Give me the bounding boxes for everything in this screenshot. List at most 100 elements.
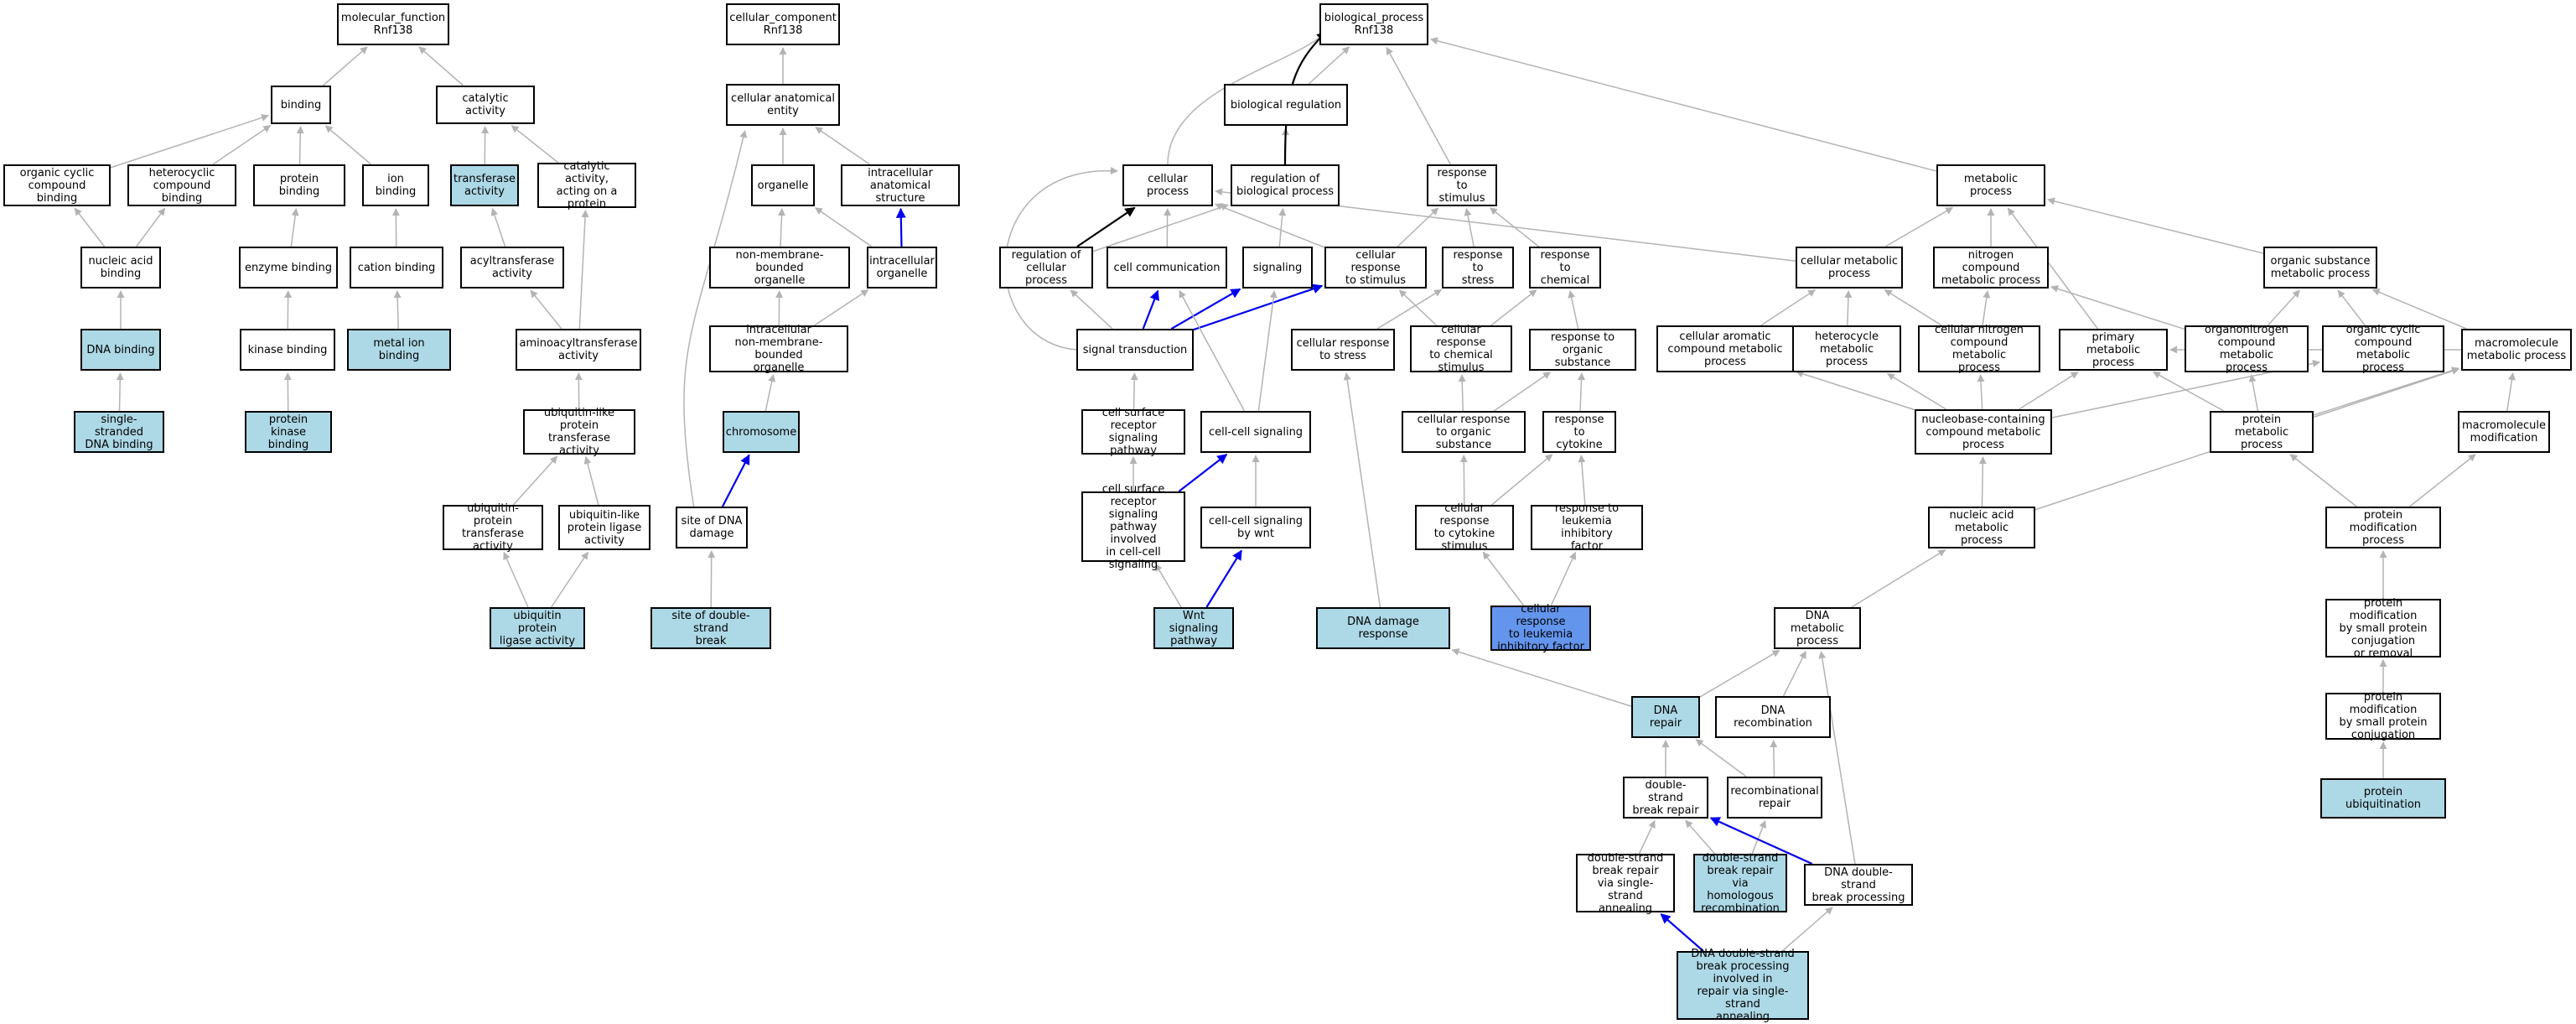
go-term-transferase-activity[interactable]: transferase activity (450, 164, 519, 206)
go-term-biological-process-root[interactable]: biological_process Rnf138 (1319, 3, 1428, 45)
go-term-regulation-of-cellular-process[interactable]: regulation of cellular process (999, 247, 1093, 288)
go-term-cell-cell-signaling-by-wnt[interactable]: cell-cell signaling by wnt (1200, 507, 1311, 548)
go-term-primary-metabolic-process[interactable]: primary metabolic process (2059, 329, 2168, 371)
edge-site_dna-to-chromosome (721, 454, 750, 507)
go-term-metal-ion-binding[interactable]: metal ion binding (347, 329, 451, 371)
go-term-cellular-process[interactable]: cellular process (1122, 164, 1213, 206)
go-term-non-membrane-bounded-organelle[interactable]: non-membrane-bounded organelle (709, 247, 850, 288)
go-term-cellular-metabolic-process[interactable]: cellular metabolic process (1796, 247, 1903, 288)
go-term-molecular-function-root[interactable]: molecular_function Rnf138 (337, 3, 449, 45)
edge-metal_ion-to-cation_binding (393, 290, 402, 330)
go-term-nucleobase-containing-compound-metabolic-process[interactable]: nucleobase-containing compound metabolic… (1915, 409, 2052, 455)
go-term-dna-double-strand-break-processing[interactable]: DNA double-strand break processing (1804, 864, 1913, 906)
go-term-wnt-signaling-pathway[interactable]: Wnt signaling pathway (1153, 607, 1234, 649)
go-term-heterocycle-metabolic-process[interactable]: heterocycle metabolic process (1792, 325, 1901, 372)
go-term-double-strand-break-repair[interactable]: double-strand break repair (1623, 777, 1708, 819)
edge-enzyme_binding-to-protein_binding (290, 208, 299, 247)
go-term-organonitrogen-compound-metabolic-process[interactable]: organonitrogen compound metabolic proces… (2185, 324, 2309, 374)
go-term-cellular-aromatic-compound-metabolic-process[interactable]: cellular aromatic compound metabolic pro… (1656, 325, 1794, 372)
edge-reg_cell-to-reg_bio (1092, 203, 1230, 252)
go-term-macromolecule-metabolic-process[interactable]: macromolecule metabolic process (2461, 329, 2572, 371)
go-term-cell-surface-receptor-signaling-pathway[interactable]: cell surface receptor signaling pathway (1081, 407, 1185, 457)
go-term-dna-binding[interactable]: DNA binding (80, 329, 161, 371)
go-term-protein-metabolic-process[interactable]: protein metabolic process (2210, 411, 2314, 453)
go-term-organelle[interactable]: organelle (751, 164, 815, 206)
edge-nucleobase-to-cell_arom (1796, 370, 1915, 411)
go-term-cellular-response-to-chemical-stimulus[interactable]: cellular response to chemical stimulus (1410, 324, 1512, 374)
go-term-cell-surface-receptor-signaling-pathway-involved-in-cell-cell-signaling[interactable]: cell surface receptor signaling pathway … (1081, 483, 1185, 571)
go-term-aminoacyltransferase-activity[interactable]: aminoacyltransferase activity (516, 329, 641, 371)
go-term-cellular-response-to-stress[interactable]: cellular response to stress (1291, 329, 1395, 371)
go-term-metabolic-process[interactable]: metabolic process (1936, 164, 2045, 206)
go-term-macromolecule-modification[interactable]: macromolecule modification (2458, 411, 2550, 453)
edge-dna_recomb-to-dna_metab (1782, 650, 1806, 697)
go-term-ubiquitin-protein-transferase-activity[interactable]: ubiquitin-protein transferase activity (443, 502, 543, 553)
edge-binding-to-mf_root (322, 46, 368, 86)
edge-dsb_ssa-to-dsb_repair (1638, 819, 1656, 855)
go-term-signaling[interactable]: signaling (1242, 247, 1313, 288)
go-term-organic-cyclic-compound-binding[interactable]: organic cyclic compound binding (3, 164, 111, 206)
go-term-cell-communication[interactable]: cell communication (1107, 247, 1227, 288)
go-term-double-strand-break-repair-via-homologous-recombination[interactable]: double-strand break repair via homologou… (1693, 852, 1787, 915)
go-term-dna-repair[interactable]: DNA repair (1631, 696, 1700, 738)
go-term-cellular-response-to-cytokine-stimulus[interactable]: cellular response to cytokine stimulus (1415, 502, 1514, 553)
go-term-protein-ubiquitination[interactable]: protein ubiquitination (2320, 778, 2446, 819)
go-term-ubiquitin-like-protein-transferase-activity[interactable]: ubiquitin-like protein transferase activ… (523, 407, 635, 457)
edge-dna_repair-to-dna_damage (1451, 648, 1632, 707)
go-term-kinase-binding[interactable]: kinase binding (240, 329, 335, 371)
go-term-dna-metabolic-process[interactable]: DNA metabolic process (1774, 607, 1861, 649)
go-term-cellular-nitrogen-compound-metabolic-process[interactable]: cellular nitrogen compound metabolic pro… (1918, 324, 2040, 374)
go-term-recombinational-repair[interactable]: recombinational repair (1727, 777, 1822, 819)
go-term-signal-transduction[interactable]: signal transduction (1076, 329, 1194, 371)
go-term-cellular-anatomical-entity[interactable]: cellular anatomical entity (726, 84, 840, 126)
go-term-response-to-chemical[interactable]: response to chemical (1529, 247, 1601, 288)
go-term-ubiquitin-protein-ligase-activity[interactable]: ubiquitin protein ligase activity (490, 607, 585, 649)
go-term-organic-substance-metabolic-process[interactable]: organic substance metabolic process (2263, 247, 2377, 288)
go-term-chromosome[interactable]: chromosome (723, 411, 800, 453)
go-term-regulation-of-biological-process[interactable]: regulation of biological process (1231, 164, 1340, 206)
go-term-cellular-component-root[interactable]: cellular_component Rnf138 (726, 3, 840, 45)
go-term-dna-double-strand-break-processing-involved-in-repair-via-single-strand-annealing[interactable]: DNA double-strand break processing invol… (1677, 948, 1809, 1023)
edge-cell_arom-to-cell_metab (1760, 289, 1817, 326)
go-term-response-to-stimulus[interactable]: response to stimulus (1427, 164, 1497, 206)
go-term-cellular-response-to-stimulus[interactable]: cellular response to stimulus (1324, 247, 1427, 288)
go-term-protein-kinase-binding[interactable]: protein kinase binding (245, 411, 332, 453)
go-term-cell-cell-signaling[interactable]: cell-cell signaling (1200, 411, 1311, 453)
go-term-nucleic-acid-binding[interactable]: nucleic acid binding (80, 247, 161, 288)
go-term-cation-binding[interactable]: cation binding (350, 247, 443, 288)
go-term-site-of-dna-damage[interactable]: site of DNA damage (676, 507, 748, 548)
edge-acyltransferase-to-transferase (490, 207, 506, 247)
go-term-catalytic-activity[interactable]: catalytic activity (436, 86, 535, 124)
go-term-nitrogen-compound-metabolic-process[interactable]: nitrogen compound metabolic process (1933, 247, 2049, 288)
go-term-double-strand-break-repair-via-single-strand-annealing[interactable]: double-strand break repair via single-st… (1576, 852, 1675, 915)
go-term-intracellular-anatomical-structure[interactable]: intracellular anatomical structure (841, 164, 960, 206)
edge-dna_repair-to-dna_metab (1699, 649, 1780, 698)
go-term-nucleic-acid-metabolic-process[interactable]: nucleic acid metabolic process (1928, 507, 2035, 548)
go-term-catalytic-activity-acting-on-a-protein[interactable]: catalytic activity, acting on a protein (537, 160, 636, 211)
go-term-acyltransferase-activity[interactable]: acyltransferase activity (460, 247, 564, 288)
go-term-protein-modification-by-small-protein-conjugation-or-removal[interactable]: protein modification by small protein co… (2325, 597, 2441, 660)
go-term-intracellular-organelle[interactable]: intracellular organelle (867, 247, 937, 288)
go-term-intracellular-non-membrane-bounded-organelle[interactable]: intracellular non-membrane-bounded organ… (709, 324, 848, 374)
go-term-dna-damage-response[interactable]: DNA damage response (1316, 607, 1450, 649)
go-term-protein-modification-process[interactable]: protein modification process (2325, 507, 2441, 548)
go-term-enzyme-binding[interactable]: enzyme binding (239, 247, 338, 288)
go-term-biological-regulation[interactable]: biological regulation (1224, 84, 1348, 126)
edge-site_dsb-to-site_dna (707, 550, 716, 608)
go-term-dna-recombination[interactable]: DNA recombination (1715, 696, 1831, 738)
go-term-cellular-response-to-organic-substance[interactable]: cellular response to organic substance (1402, 411, 1526, 453)
go-term-ion-binding[interactable]: ion binding (362, 164, 429, 206)
go-term-binding[interactable]: binding (271, 86, 331, 124)
go-term-response-to-leukemia-inhibitory-factor[interactable]: response to leukemia inhibitory factor (1531, 502, 1643, 553)
go-term-response-to-organic-substance[interactable]: response to organic substance (1529, 329, 1636, 371)
go-term-ubiquitin-like-protein-ligase-activity[interactable]: ubiquitin-like protein ligase activity (558, 505, 650, 550)
go-term-site-of-double-strand-break[interactable]: site of double-strand break (650, 607, 771, 649)
go-term-response-to-stress[interactable]: response to stress (1442, 247, 1514, 288)
go-term-protein-binding[interactable]: protein binding (253, 164, 345, 206)
go-term-protein-modification-by-small-protein-conjugation[interactable]: protein modification by small protein co… (2325, 691, 2441, 741)
go-term-organic-cyclic-compound-metabolic-process[interactable]: organic cyclic compound metabolic proces… (2322, 324, 2444, 374)
go-term-heterocyclic-compound-binding[interactable]: heterocyclic compound binding (127, 164, 236, 206)
go-term-single-stranded-dna-binding[interactable]: single-stranded DNA binding (74, 411, 164, 453)
go-term-cellular-response-to-leukemia-inhibitory-factor[interactable]: cellular response to leukemia inhibitory… (1490, 603, 1591, 653)
go-term-response-to-cytokine[interactable]: response to cytokine (1542, 411, 1616, 453)
